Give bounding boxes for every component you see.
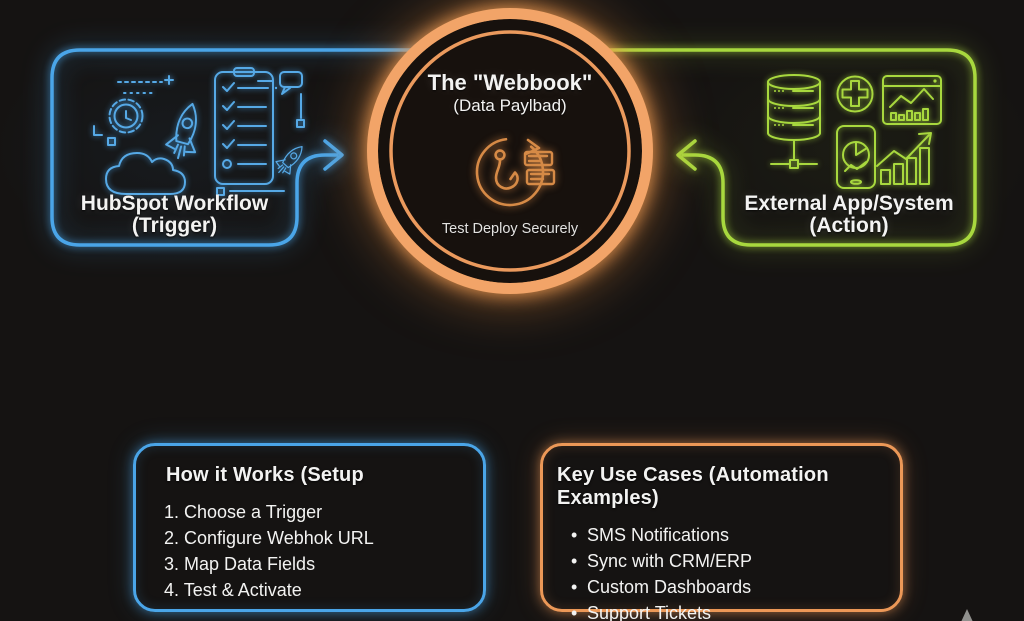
action-title-line1: External App/System — [744, 192, 954, 215]
mobile-pie-chart-icon — [836, 125, 876, 189]
hook-glyph — [494, 149, 519, 190]
setup-step: 4. Test & Activate — [164, 580, 302, 600]
webhook-subtitle: (Data Paylbad) — [453, 96, 567, 115]
corner-triangle-icon — [961, 609, 973, 621]
use-case-item: •Support Tickets — [571, 600, 900, 621]
setup-step: 1. Choose a Trigger — [164, 502, 323, 522]
payload-blocks — [523, 150, 556, 186]
use-case-item: •Custom Dashboards — [571, 574, 900, 600]
action-box-outline — [558, 48, 977, 247]
setup-step: 3. Map Data Fields — [164, 554, 316, 574]
chat-bubble-icon — [257, 71, 305, 128]
arrow-right-icon — [323, 139, 344, 171]
setup-steps-list: 1. Choose a Trigger 2. Configure Webhok … — [164, 499, 483, 603]
dashed-connector — [93, 75, 174, 146]
webhook-ring — [367, 8, 653, 294]
action-box-label: External App/System (Action) — [723, 193, 975, 237]
bullet-icon: • — [571, 525, 578, 545]
trigger-title-line1: HubSpot Workflow — [80, 192, 269, 215]
hook-sync-icon — [475, 137, 556, 207]
trigger-title-line2: (Trigger) — [131, 214, 218, 237]
arrow-left-icon — [676, 139, 697, 171]
webhook-caption: Test Deploy Securely — [441, 221, 579, 237]
use-cases-panel: Key Use Cases (Automation Examples) •SMS… — [540, 443, 903, 621]
workflow-icons — [93, 67, 305, 196]
setup-panel-heading: How it Works (Setup — [166, 464, 364, 486]
database-icon — [767, 74, 821, 169]
use-cases-list: •SMS Notifications •Sync with CRM/ERP •C… — [571, 522, 900, 621]
bullet-icon: • — [571, 551, 578, 571]
rocket-icon — [165, 102, 197, 160]
use-cases-heading: Key Use Cases (Automation Examples) — [557, 464, 829, 509]
use-case-item: •SMS Notifications — [571, 522, 900, 548]
checklist-icon — [214, 67, 285, 196]
action-title-line2: (Action) — [809, 214, 889, 237]
plus-circle-icon — [836, 75, 874, 113]
analytics-window-icon — [882, 75, 942, 125]
use-case-item: •Sync with CRM/ERP — [571, 548, 900, 574]
external-system-icons — [767, 74, 942, 189]
growth-chart-icon — [876, 132, 932, 185]
bullet-icon: • — [571, 603, 578, 621]
cloud-icon — [105, 152, 186, 195]
setup-step: 2. Configure Webhok URL — [164, 528, 374, 548]
trigger-box-label: HubSpot Workflow (Trigger) — [52, 193, 297, 237]
setup-panel: How it Works (Setup 1. Choose a Trigger … — [133, 443, 486, 612]
trigger-box-outline — [50, 48, 464, 247]
small-rocket-icon — [275, 146, 303, 175]
bullet-icon: • — [571, 577, 578, 597]
clock-gear-icon — [108, 98, 144, 134]
webhook-title: The "Webbook" — [427, 70, 593, 95]
